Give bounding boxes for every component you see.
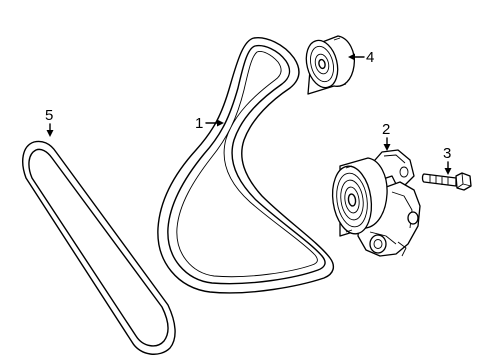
- callout-label-2: 2: [382, 121, 390, 138]
- idler-pulley-4: [305, 35, 355, 95]
- callout-1: 1: [195, 115, 224, 132]
- callout-4: 4: [348, 49, 374, 66]
- belt-1: [157, 37, 335, 294]
- callout-label-1: 1: [195, 115, 203, 132]
- callout-2: 2: [382, 121, 391, 151]
- tensioner-2: [331, 149, 421, 257]
- callout-label-5: 5: [45, 107, 53, 124]
- callout-label-3: 3: [443, 145, 451, 162]
- belt-5: [22, 140, 176, 355]
- callout-label-4: 4: [366, 49, 374, 66]
- callout-5: 5: [45, 107, 54, 137]
- callout-3: 3: [443, 145, 452, 175]
- bolt-3: [421, 172, 472, 191]
